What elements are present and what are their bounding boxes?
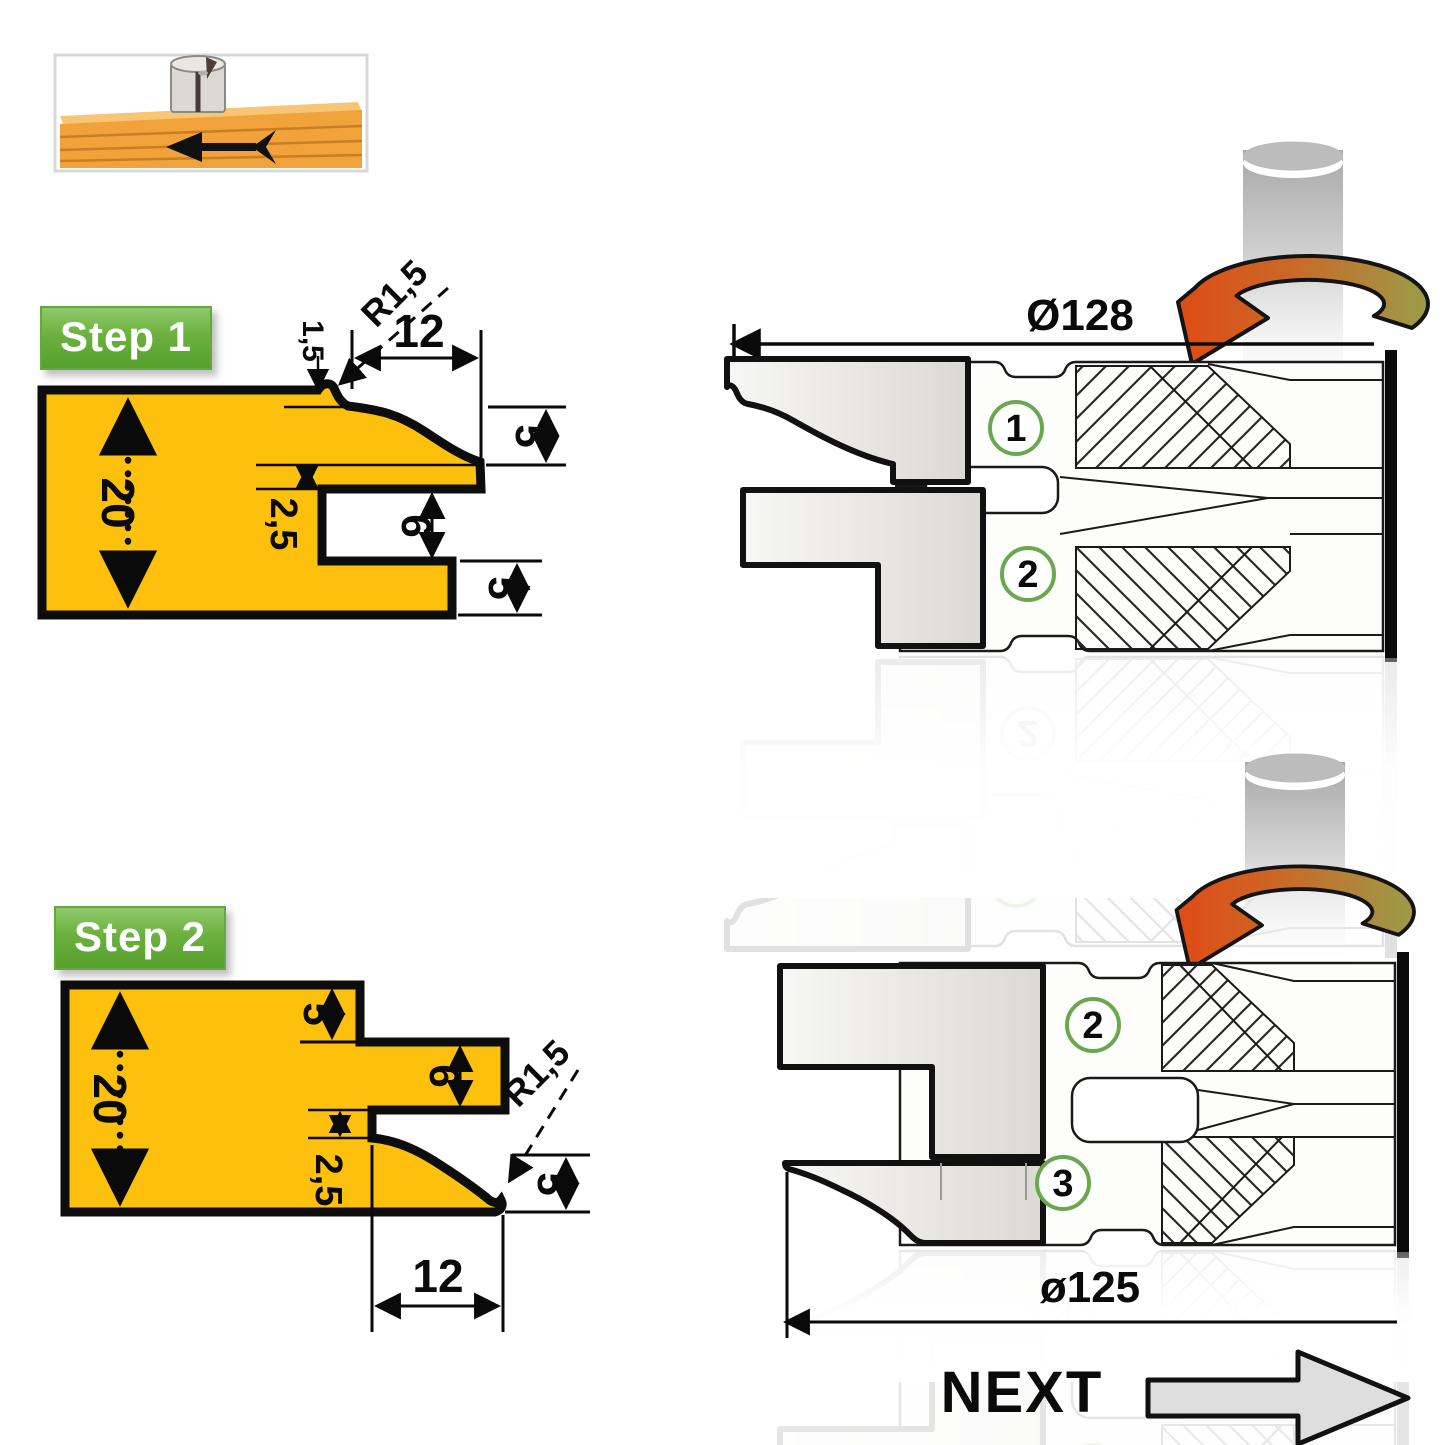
dim-5-tip: 5 xyxy=(529,1172,576,1195)
step2-label: Step 2 xyxy=(54,906,227,970)
board-top-face xyxy=(60,102,362,126)
cutter1-knife-bottom xyxy=(740,487,986,649)
cutter2-diameter: ø125 xyxy=(1040,1263,1140,1312)
feed-arrow-icon xyxy=(166,130,276,164)
cutter1-hatch-top xyxy=(1075,365,1291,469)
svg-text:2: 2 xyxy=(1017,554,1038,596)
dim-2-5: 2,5 xyxy=(262,498,304,551)
dim-5-shoulder: 5 xyxy=(295,1002,342,1025)
cutter1-bevel-lines xyxy=(1059,363,1383,652)
cutter2-axis-bar xyxy=(1397,952,1409,1258)
dim-20: 20 xyxy=(92,477,144,528)
dim-6-tongue: 6 xyxy=(421,1064,468,1087)
svg-text:1: 1 xyxy=(1005,408,1026,450)
dim-5-bottom: 5 xyxy=(480,576,527,599)
board-front-face xyxy=(60,110,362,168)
dim-1-5: 1,5 xyxy=(296,320,329,362)
dim-12-s2: 12 xyxy=(412,1250,463,1302)
svg-text:3: 3 xyxy=(1052,1163,1073,1205)
cutter1-hatch-bottom xyxy=(1075,546,1291,650)
step2-profile-drawing: 20 5 6 2,5 R1,5 5 12 xyxy=(60,980,590,1332)
cutter2-hatch-bottom xyxy=(1161,1136,1295,1244)
dim-20-s2: 20 xyxy=(84,1073,136,1124)
spindle-icon-2 xyxy=(1245,753,1345,962)
knife-badge-1: 1 xyxy=(988,400,1044,456)
step1-label: Step 1 xyxy=(40,306,213,370)
knife-badge-2: 2 xyxy=(1000,546,1056,602)
feed-direction-icon xyxy=(53,53,369,173)
dim-12: 12 xyxy=(393,305,444,357)
rotation-arrow-icon-2 xyxy=(1174,864,1416,971)
cutter2-diagram: 2 3 ø125 xyxy=(715,753,1445,1445)
dim-5-top: 5 xyxy=(507,424,554,447)
cutter1-knife-top xyxy=(724,356,971,485)
next-arrow-icon[interactable] xyxy=(1145,1349,1411,1445)
next-button[interactable]: NEXT xyxy=(941,1349,1411,1445)
step1-profile-drawing: 20 1,5 R1,5 12 5 2,5 6 5 xyxy=(37,252,566,620)
cutter2-knife-top xyxy=(777,963,1046,1160)
cutter1-axis-bar xyxy=(1385,350,1397,662)
dim-6: 6 xyxy=(393,514,440,537)
cutter2-hatch-top xyxy=(1161,964,1295,1072)
cutter2-slot xyxy=(1070,1076,1200,1144)
cutter2-bevel-lines xyxy=(1197,962,1395,1246)
dim-2-5-s2: 2,5 xyxy=(307,1154,349,1207)
cutter1-diameter: Ø128 xyxy=(1026,291,1134,340)
knife-badge-3: 3 xyxy=(1035,1155,1091,1211)
svg-text:2: 2 xyxy=(1082,1005,1103,1047)
knife-badge-2b: 2 xyxy=(1065,997,1121,1053)
rotation-arrow-icon xyxy=(1176,254,1430,366)
step2-wood-profile xyxy=(60,980,510,1217)
next-label[interactable]: NEXT xyxy=(941,1360,1104,1425)
cutter2-knife-bottom xyxy=(782,1160,1046,1246)
